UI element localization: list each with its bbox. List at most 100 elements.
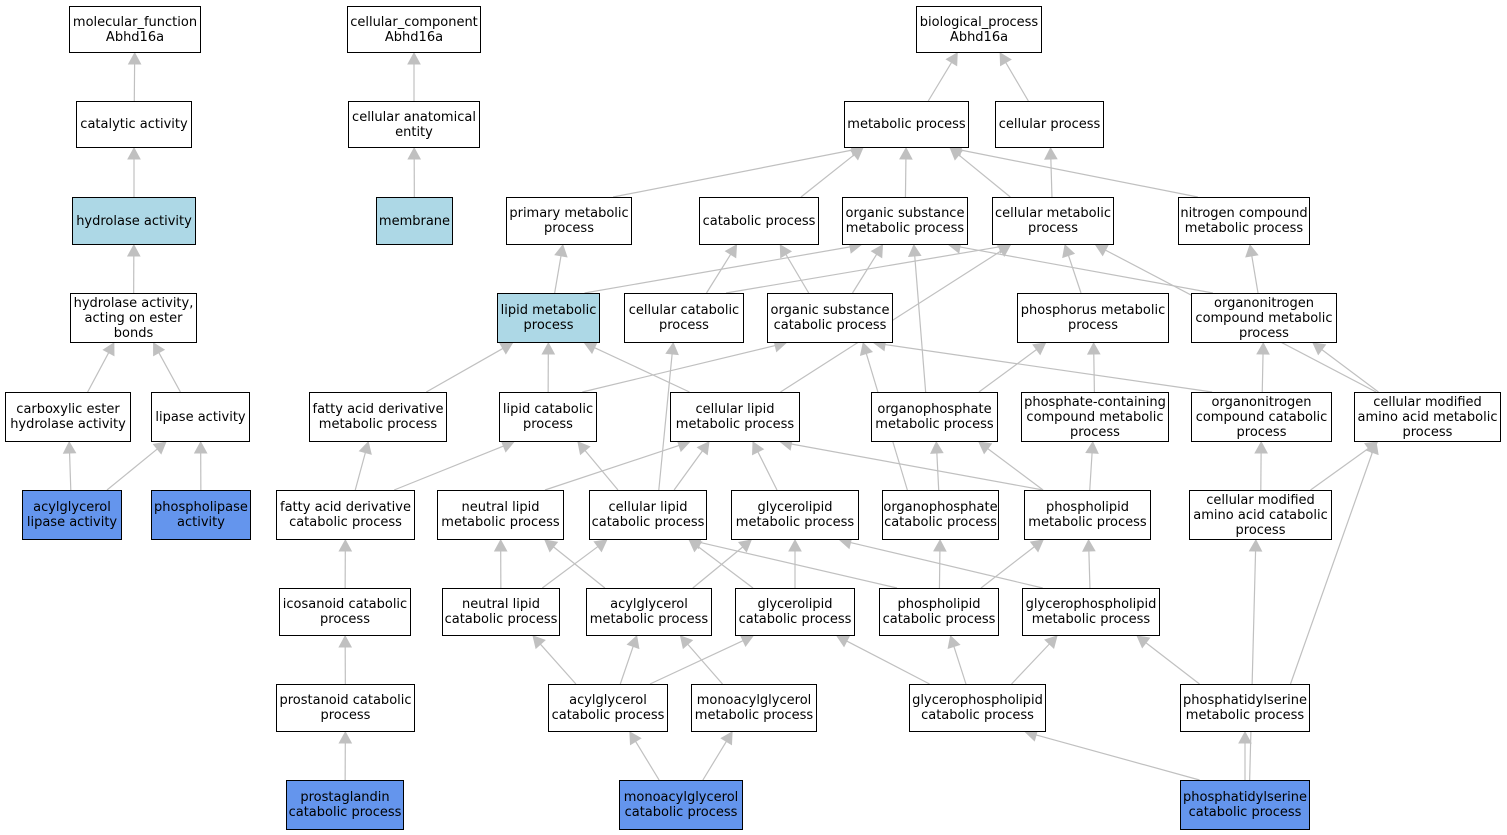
node-neutcat: neutral lipid catabolic process — [442, 588, 560, 636]
edge-lipase-hydester — [153, 342, 181, 393]
node-label: fatty acid derivative catabolic process — [280, 500, 411, 530]
node-label: catalytic activity — [80, 117, 188, 132]
node-label: molecular_function Abhd16a — [72, 14, 198, 45]
node-label: organonitrogen compound catabolic proces… — [1195, 394, 1328, 440]
node-label: acylglycerol metabolic process — [589, 597, 709, 627]
node-neutmet: neutral lipid metabolic process — [437, 490, 564, 540]
node-icos: icosanoid catabolic process — [279, 588, 411, 636]
edge-carbox-hydester — [87, 342, 115, 393]
edge-hydrolase-catalytic — [127, 146, 141, 197]
edge-magcat-agcat — [629, 731, 660, 781]
node-label: organophosphate catabolic process — [883, 500, 998, 530]
node-mf: molecular_function Abhd16a — [69, 6, 201, 53]
node-label: cellular lipid catabolic process — [591, 500, 705, 530]
node-label: prostaglandin catabolic process — [288, 790, 402, 820]
edge-gpcat-glycat — [836, 635, 930, 685]
node-label: acylglycerol lipase activity — [26, 500, 118, 530]
node-label: phospholipase activity — [154, 500, 248, 530]
edge-phosmet-cellmet — [1062, 244, 1082, 294]
node-label: phosphatidylserine metabolic process — [1183, 693, 1307, 723]
node-label: carboxylic ester hydrolase activity — [10, 402, 126, 432]
edge-fadc-fadm — [354, 440, 372, 491]
node-label: monoacylglycerol catabolic process — [623, 790, 739, 820]
node-label: lipid catabolic process — [502, 402, 594, 432]
node-cc: cellular_component Abhd16a — [347, 6, 481, 53]
node-agcat: acylglycerol catabolic process — [548, 684, 668, 732]
node-label: organophosphate metabolic process — [875, 402, 994, 432]
node-label: acylglycerol catabolic process — [551, 693, 665, 723]
node-phosmet: phosphorus metabolic process — [1017, 293, 1169, 343]
edge-fadc-lipidcat — [393, 439, 515, 491]
node-celllipid: cellular lipid metabolic process — [670, 392, 800, 442]
node-label: fatty acid derivative metabolic process — [312, 402, 444, 432]
node-pscat: phosphatidylserine catabolic process — [1180, 780, 1310, 830]
edge-orgnitcat-orgnitmet — [1256, 341, 1270, 393]
node-label: neutral lipid metabolic process — [441, 500, 560, 530]
node-label: glycerophospholipid catabolic process — [912, 693, 1043, 723]
node-magmet: monoacylglycerol metabolic process — [691, 684, 817, 732]
edge-metabolic-bp — [927, 52, 958, 102]
node-label: metabolic process — [847, 117, 966, 132]
node-hydrolase: hydrolase activity — [72, 197, 196, 245]
edge-orgnitmet-nitrogen — [1245, 243, 1259, 294]
node-label: primary metabolic process — [509, 206, 629, 236]
node-phospholmet: phospholipid metabolic process — [1024, 490, 1151, 540]
node-label: cellular lipid metabolic process — [675, 402, 795, 432]
node-magcat: monoacylglycerol catabolic process — [619, 780, 743, 830]
node-label: glycerolipid metabolic process — [735, 500, 855, 530]
node-label: prostanoid catabolic process — [279, 693, 412, 723]
node-hydester: hydrolase activity, acting on ester bond… — [70, 293, 197, 343]
node-gpmet: glycerophospholipid metabolic process — [1022, 588, 1160, 636]
node-label: neutral lipid catabolic process — [444, 597, 558, 627]
node-label: phospholipid metabolic process — [1028, 500, 1147, 530]
node-pgcat: prostaglandin catabolic process — [286, 780, 404, 830]
node-orgphoscat: organophosphate catabolic process — [882, 490, 999, 540]
edge-phospholmet-celllipid — [779, 437, 1044, 491]
node-agmet: acylglycerol metabolic process — [586, 588, 712, 636]
edge-prost-icos — [338, 634, 353, 685]
edge-aglipase-lipase — [106, 441, 167, 491]
edge-pscat-gpcat — [1024, 728, 1200, 781]
node-label: cellular modified amino acid metabolic p… — [1357, 394, 1498, 440]
edge-agcat-agmet — [619, 635, 640, 685]
edge-lipidmet-primary — [554, 243, 568, 294]
edge-gpcat-gpmet — [1011, 635, 1058, 685]
node-label: cellular modified amino acid catabolic p… — [1193, 492, 1328, 538]
edge-magmet-agmet — [679, 635, 723, 685]
node-orgnitcat: organonitrogen compound catabolic proces… — [1191, 392, 1332, 442]
edge-celllipcat-celllipid — [673, 441, 710, 491]
node-carbox: carboxylic ester hydrolase activity — [5, 392, 131, 442]
edge-orgphoscat-orgphosmet — [930, 440, 944, 491]
node-cmaamet: cellular modified amino acid metabolic p… — [1354, 392, 1501, 442]
edge-phospholcat-phospholmet — [980, 539, 1044, 589]
edge-neutcat-neutmet — [493, 538, 508, 589]
node-label: icosanoid catabolic process — [282, 597, 408, 627]
edge-aglipase-carbox — [62, 440, 77, 491]
edge-celllipcat-lipidcat — [577, 441, 619, 491]
edge-hydester-hydrolase — [126, 243, 141, 294]
edge-psmet-gpmet — [1136, 635, 1200, 685]
node-fadm: fatty acid derivative metabolic process — [309, 392, 447, 442]
node-label: cellular catabolic process — [628, 303, 740, 333]
node-fadc: fatty acid derivative catabolic process — [276, 490, 415, 540]
node-label: monoacylglycerol metabolic process — [694, 693, 814, 723]
edge-pscat-psmet — [1238, 730, 1252, 780]
edge-cellcat-catabolic — [705, 244, 738, 294]
edge-orgphosmet-phosmet — [978, 342, 1047, 393]
edge-nitrogen-metabolic — [949, 143, 1198, 198]
edge-psmet-cmaamet — [1289, 441, 1379, 685]
edge-fadm-lipidmet — [426, 342, 514, 393]
edge-orgsubcat-orgsub — [851, 244, 884, 294]
node-label: hydrolase activity — [76, 213, 192, 229]
node-label: biological_process Abhd16a — [919, 14, 1039, 45]
edge-agcat-neutcat — [532, 635, 577, 685]
edge-phlipase-lipase — [193, 440, 208, 491]
edge-phoscont-phosmet — [1086, 341, 1101, 393]
node-label: cellular_component Abhd16a — [350, 14, 478, 45]
node-lipidcat: lipid catabolic process — [499, 392, 597, 442]
node-label: cellular anatomical entity — [352, 109, 476, 140]
node-label: nitrogen compound metabolic process — [1180, 206, 1308, 236]
edge-pscat-cmaacat — [1248, 538, 1263, 781]
node-label: organic substance metabolic process — [845, 206, 965, 236]
edge-orgsubcat-catabolic — [779, 244, 810, 294]
